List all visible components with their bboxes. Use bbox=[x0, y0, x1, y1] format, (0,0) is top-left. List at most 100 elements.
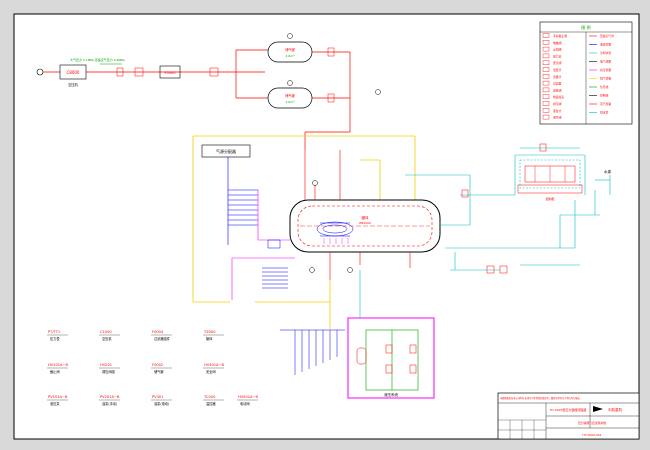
header-note: 大气压力 0.1MPa,压缩空气压力 0.6MPa bbox=[70, 57, 125, 62]
gas-dist-title: 气源分配器 bbox=[216, 148, 236, 154]
component-desc: 压力表 bbox=[50, 336, 60, 341]
tank-upper-label: 储气罐 bbox=[285, 47, 295, 52]
hydraulic-system-box: 液压系统 bbox=[347, 317, 435, 399]
component-code: HV201 bbox=[100, 363, 112, 367]
title-block: 本图纸版权归本公司所有,未经许可不得复制或外传。图纸中所有尺寸单位均为毫米。 H… bbox=[497, 392, 640, 440]
component-desc: 罐体 bbox=[206, 336, 213, 341]
legend-symbol-icon bbox=[542, 33, 550, 38]
component-desc: 电动阀 bbox=[240, 401, 250, 406]
component-desc: 安全阀 bbox=[206, 369, 216, 374]
vessel-sub: HB2000 bbox=[359, 221, 371, 225]
compressor-label: C8000 bbox=[67, 70, 80, 75]
legend-symbol-icon bbox=[542, 114, 550, 120]
legend-symbol-icon bbox=[542, 101, 550, 106]
legend-item-label: 蒸汽管路 bbox=[600, 102, 611, 106]
legend-item-label: 液压管路 bbox=[600, 43, 611, 47]
component-code: HV501A~B bbox=[238, 395, 258, 399]
component-code: PT/TT1 bbox=[48, 330, 60, 334]
legend-symbol-icon bbox=[542, 74, 550, 79]
vessel-ports bbox=[304, 150, 411, 280]
yellow-loop-lines bbox=[192, 135, 416, 303]
legend-item-label: 过滤器 bbox=[553, 82, 562, 86]
legend-left-list: 手动截止阀电磁阀止回阀压力表安全阀温度计流量计过滤器减压阀快速接头排污阀液位计调… bbox=[542, 33, 567, 120]
component-desc: 储气罐 bbox=[154, 369, 164, 374]
tank-outlet-lines bbox=[304, 47, 351, 150]
legend-item-label: 信号线 bbox=[600, 85, 609, 89]
legend-item-label: 手动截止阀 bbox=[553, 34, 567, 38]
right-valves bbox=[461, 143, 547, 274]
legend-symbol-icon bbox=[542, 87, 550, 93]
tank-lower-label: 储气罐 bbox=[285, 93, 295, 98]
component-code: HV301A~B bbox=[204, 363, 224, 367]
tank-lower-sub: 2.0m³ bbox=[286, 100, 296, 104]
legend-item-label: 控制线 bbox=[600, 94, 609, 98]
component-desc: 截止阀 bbox=[50, 369, 60, 374]
valve-icon bbox=[134, 67, 144, 77]
component-code: TC000 bbox=[203, 395, 216, 399]
air-supply-line: C8000 空压机 大气压力 0.1MPa,压缩空气压力 0.6MPa F000… bbox=[36, 49, 268, 99]
legend-item-label: 排气管路 bbox=[600, 77, 611, 81]
gas-distributor: 气源分配器 bbox=[201, 144, 258, 245]
component-code: PV201A~B bbox=[100, 395, 120, 399]
legend-symbol-icon bbox=[542, 80, 550, 86]
valve-icon bbox=[116, 67, 124, 77]
component-desc: 调压阀组 bbox=[102, 369, 116, 374]
pump-box-label: 液压系统 bbox=[384, 392, 398, 397]
component-desc: 油泵(手动) bbox=[102, 401, 117, 406]
legend-symbol-icon bbox=[542, 53, 550, 59]
pressure-vessel: 罐体 HB2000 bbox=[289, 199, 441, 253]
project-name: 压力容器气密试验系统 bbox=[578, 421, 606, 425]
legend-item-label: 压缩空气管 bbox=[600, 34, 614, 38]
legend-symbol-icon bbox=[542, 40, 550, 45]
legend-item-label: 温度计 bbox=[553, 68, 562, 72]
water-label: 水源 bbox=[604, 169, 612, 174]
component-code: C1000 bbox=[100, 330, 112, 334]
filter-box bbox=[159, 65, 181, 79]
legend-item-label: 快速接头 bbox=[553, 95, 564, 99]
legend-symbol-icon bbox=[542, 60, 550, 65]
legend-item-label: 电气线路 bbox=[600, 60, 611, 64]
component-code: F0004 bbox=[152, 330, 164, 334]
component-code: HV101A~B bbox=[48, 363, 68, 367]
legend-item-label: 调节阀 bbox=[553, 116, 562, 120]
vessel-label: 罐体 bbox=[362, 215, 370, 220]
cabinet-label: 控制柜 bbox=[545, 196, 554, 201]
legend-item-label: 流量计 bbox=[553, 75, 562, 79]
legend-item-label: 电磁阀 bbox=[553, 41, 562, 45]
vessel-gauges bbox=[309, 89, 381, 273]
cyan-lines bbox=[405, 147, 611, 271]
legend-symbol-icon bbox=[542, 46, 550, 52]
legend-item-label: 止回阀 bbox=[553, 48, 562, 52]
drawing-border bbox=[13, 13, 640, 440]
legend-symbol-icon bbox=[542, 108, 550, 113]
component-desc: 空压机 bbox=[102, 336, 112, 341]
compressor-sub: 空压机 bbox=[68, 82, 78, 87]
blue-bundle-lower bbox=[262, 267, 288, 289]
component-code: PV101A~B bbox=[48, 395, 68, 399]
component-desc: 液压泵 bbox=[50, 401, 60, 406]
component-code: F0002 bbox=[152, 363, 163, 367]
legend-symbol-icon bbox=[542, 67, 550, 72]
title-note: 本图纸版权归本公司所有,未经许可不得复制或外传。图纸中所有尺寸单位均为毫米。 bbox=[500, 396, 582, 400]
component-desc: 温控器 bbox=[206, 401, 216, 406]
legend-item-label: 安全阀 bbox=[553, 61, 562, 65]
legend-box: 图 例 bbox=[539, 21, 633, 125]
legend-title: 图 例 bbox=[581, 24, 590, 30]
blue-bundle-pump bbox=[280, 329, 345, 375]
component-code: PV301 bbox=[152, 395, 164, 399]
component-desc: 油泵(电动) bbox=[154, 401, 169, 406]
component-code: TZ000 bbox=[203, 330, 216, 334]
drawing-name: HY-2000型压力容器流程图 bbox=[550, 407, 586, 412]
legend-item-label: 排水管 bbox=[600, 111, 609, 115]
company-logo-icon bbox=[593, 406, 603, 412]
legend-item-label: 排污阀 bbox=[553, 102, 562, 106]
instrument-box bbox=[267, 239, 281, 249]
legend-item-label: 真空管路 bbox=[600, 68, 611, 72]
legend-item-label: 减压阀 bbox=[553, 88, 562, 92]
filter-label: F0000 bbox=[165, 71, 176, 75]
drawing-number: HT-2000-001 bbox=[582, 433, 601, 437]
tank-upper-sub: 2.0m³ bbox=[286, 54, 296, 58]
component-desc: 过滤器组件 bbox=[154, 336, 171, 341]
